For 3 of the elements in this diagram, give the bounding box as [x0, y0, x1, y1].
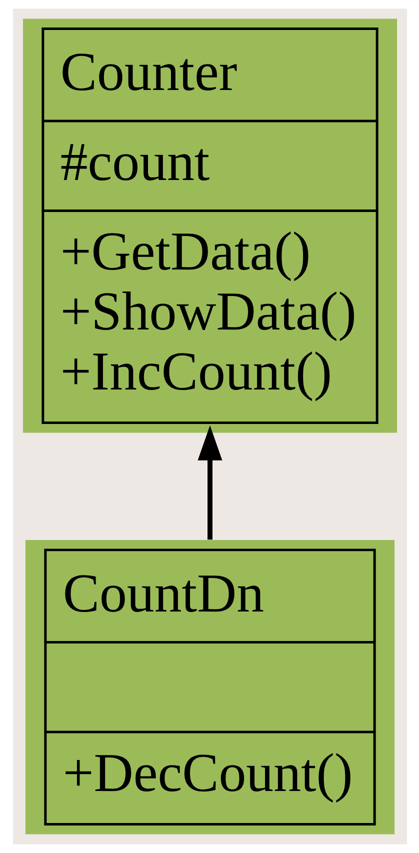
arrow	[197, 425, 222, 540]
node-box: CountDn +DecCount()	[24, 540, 394, 834]
node-box: Counter #count +GetData() +ShowData() +IncCount()	[22, 18, 397, 433]
